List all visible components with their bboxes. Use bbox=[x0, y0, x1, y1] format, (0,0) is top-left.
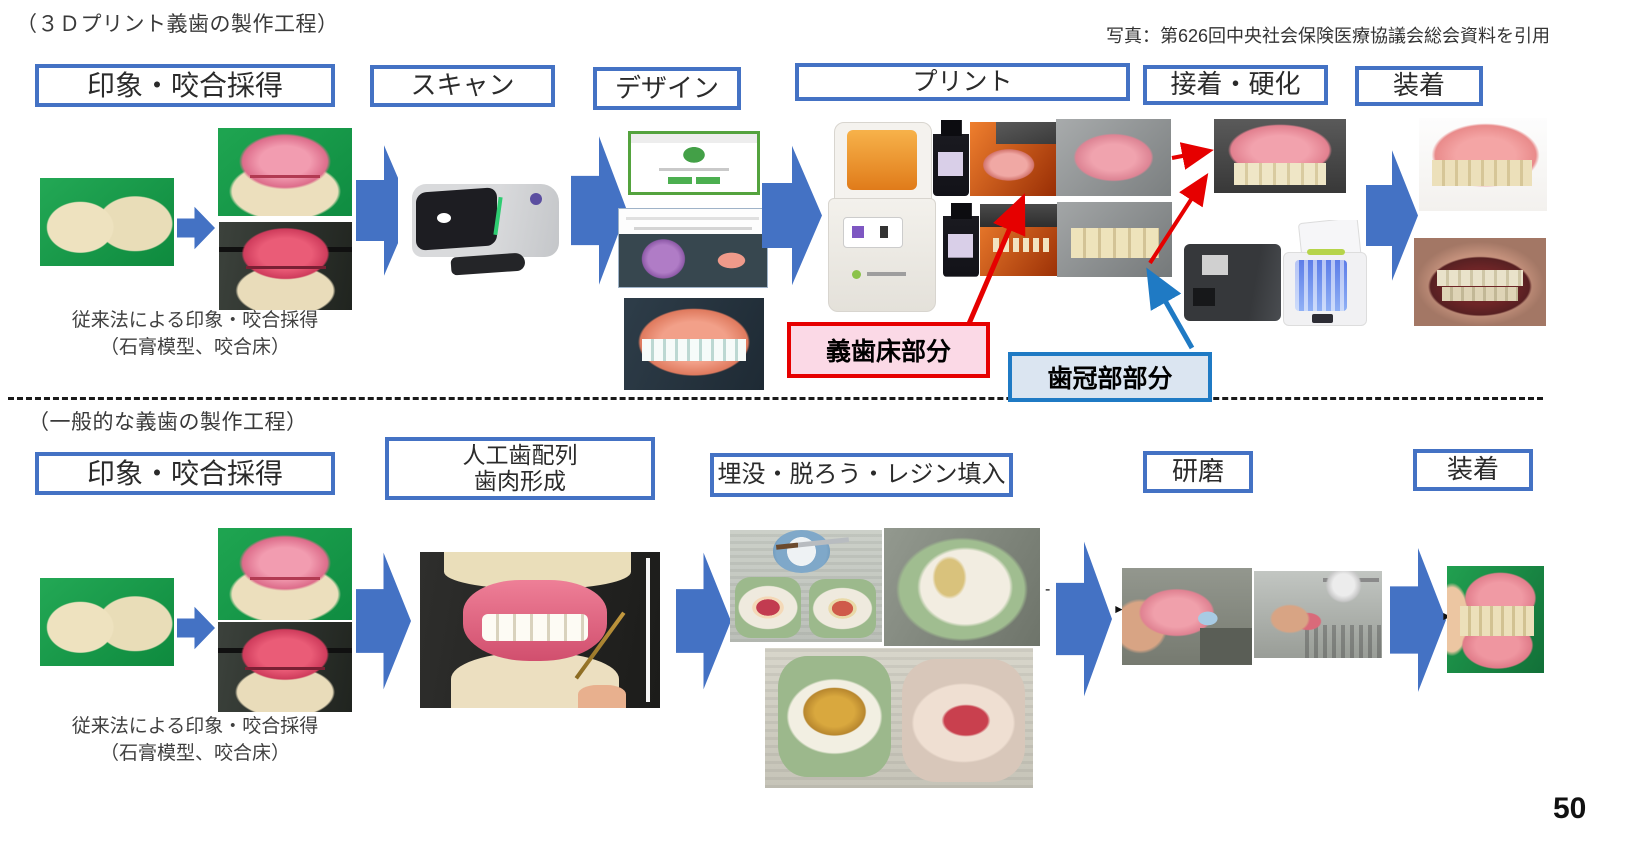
callout-label: 歯冠部部分 bbox=[1047, 365, 1173, 393]
photo-printed-denture-base bbox=[1056, 119, 1171, 196]
pointer-mark-icon: ► bbox=[1441, 610, 1453, 622]
photo-detail bbox=[847, 129, 917, 191]
photo-curing-machine bbox=[1283, 220, 1367, 326]
step-label: 印象・咬合採得 bbox=[86, 457, 283, 489]
photo-detail bbox=[578, 684, 627, 708]
photo-detail bbox=[646, 558, 650, 702]
photo-printing-teeth-process bbox=[980, 204, 1062, 276]
photo-detail bbox=[529, 192, 542, 205]
step-box-polishing: 研磨 bbox=[1143, 451, 1253, 493]
photo-detail bbox=[809, 579, 876, 638]
step-box-scan: スキャン bbox=[370, 65, 555, 107]
step-box-fitting-bottom: 装着 bbox=[1413, 449, 1533, 491]
photo-wax-denture-green-top bbox=[218, 128, 352, 216]
photo-denture-in-mouth bbox=[1414, 238, 1546, 326]
step-label: 歯肉形成 bbox=[474, 467, 566, 494]
photo-detail bbox=[828, 198, 936, 312]
step-label: スキャン bbox=[410, 70, 515, 101]
photo-3d-printer bbox=[828, 122, 936, 312]
photo-articulator-top bbox=[219, 222, 352, 310]
step-label: 人工歯配列 bbox=[462, 441, 578, 468]
photo-detail bbox=[1294, 260, 1347, 312]
step-label: プリント bbox=[912, 68, 1013, 96]
pointer-mark-icon: ► bbox=[1113, 602, 1125, 616]
source-note: 写真：第626回中央社会保険医療協議会総会資料を引用 bbox=[1105, 26, 1550, 46]
photo-tooth-arrangement bbox=[420, 552, 660, 708]
arrow-right-icon bbox=[1366, 150, 1418, 281]
step-box-tooth-arrangement: 人工歯配列 歯肉形成 bbox=[385, 437, 655, 500]
callout-denture-base: 義歯床部分 bbox=[787, 322, 990, 378]
photo-design-software-welcome bbox=[628, 131, 760, 195]
arrow-right-icon bbox=[177, 606, 215, 650]
photo-bonded-denture bbox=[1214, 119, 1346, 193]
photo-detail bbox=[851, 270, 861, 280]
step-box-design: デザイン bbox=[593, 67, 741, 110]
arrow-right-icon bbox=[762, 145, 822, 286]
caption-line: 従来法による印象・咬合採得 bbox=[71, 716, 319, 737]
step-box-impression-top: 印象・咬合採得 bbox=[35, 64, 335, 107]
photo-articulator-bottom bbox=[218, 622, 352, 712]
photo-3d-scanner bbox=[398, 172, 573, 287]
photo-detail bbox=[901, 659, 1025, 783]
step-label: 埋没・脱ろう・レジン填入 bbox=[717, 460, 1006, 488]
top-section-title: （３Ｄプリント義歯の製作工程） bbox=[16, 13, 339, 36]
photo-deflasked-mold bbox=[884, 528, 1040, 646]
photo-polishing-lathe bbox=[1254, 571, 1382, 658]
arrow-right-icon bbox=[177, 206, 215, 250]
photo-detail bbox=[415, 187, 496, 251]
photo-denture-3d-render bbox=[624, 298, 764, 390]
step-label: 装着 bbox=[1446, 454, 1499, 485]
callout-label: 義歯床部分 bbox=[825, 338, 951, 366]
step-label: 装着 bbox=[1392, 70, 1445, 101]
photo-plaster-models-bottom bbox=[40, 578, 174, 666]
step-label: 印象・咬合採得 bbox=[86, 69, 283, 101]
arrow-right-icon bbox=[356, 552, 411, 690]
photo-detail bbox=[866, 272, 906, 277]
photo-black-machine bbox=[1184, 244, 1281, 321]
callout-crown: 歯冠部部分 bbox=[1008, 352, 1212, 402]
step-label: 研磨 bbox=[1171, 456, 1224, 487]
caption-line: 従来法による印象・咬合採得 bbox=[71, 310, 319, 331]
photo-printed-teeth bbox=[1057, 202, 1172, 277]
arrow-right-icon bbox=[676, 552, 731, 690]
step-box-print: プリント bbox=[795, 63, 1130, 101]
photo-cad-screenshot bbox=[618, 208, 768, 288]
caption-line: （石膏模型、咬合床） bbox=[99, 336, 290, 358]
photo-plaster-models-top bbox=[40, 178, 174, 266]
arrow-right-icon bbox=[1390, 548, 1446, 692]
photo-resin-bottle-1 bbox=[933, 120, 969, 196]
photo-printing-base-process bbox=[970, 122, 1056, 196]
step-label: 接着・硬化 bbox=[1170, 69, 1301, 100]
dash-mark: - bbox=[1045, 581, 1051, 598]
photo-detail bbox=[436, 213, 451, 224]
page-number: 50 bbox=[1553, 792, 1587, 825]
caption-line: （石膏模型、咬合床） bbox=[99, 742, 290, 764]
caption-conventional-bottom: 従来法による印象・咬合採得 （石膏模型、咬合床） bbox=[30, 714, 360, 767]
step-box-impression-bottom: 印象・咬合採得 bbox=[35, 452, 335, 495]
photo-resin-bottle-2 bbox=[943, 203, 979, 277]
arrow-right-icon bbox=[1056, 541, 1112, 697]
photo-detail bbox=[1306, 248, 1346, 255]
photo-detail bbox=[772, 530, 831, 573]
photo-detail bbox=[482, 614, 588, 641]
red-arrow-base-to-bonded bbox=[1171, 142, 1214, 170]
step-label: デザイン bbox=[614, 72, 719, 103]
photo-detail bbox=[734, 577, 802, 638]
photo-final-denture-hand bbox=[1447, 566, 1544, 673]
photo-wax-denture-green-bottom bbox=[218, 528, 352, 620]
photo-flasking-bench bbox=[730, 530, 882, 642]
step-box-bonding: 接着・硬化 bbox=[1143, 65, 1328, 105]
photo-detail bbox=[778, 656, 891, 777]
photo-detail bbox=[1311, 314, 1334, 323]
photo-finished-denture-white bbox=[1419, 118, 1547, 211]
step-box-fitting-top: 装着 bbox=[1355, 66, 1483, 106]
section-divider bbox=[8, 397, 1543, 400]
caption-conventional-top: 従来法による印象・咬合採得 （石膏模型、咬合床） bbox=[30, 308, 360, 361]
photo-flasks-wax bbox=[765, 648, 1033, 788]
photo-detail bbox=[843, 217, 904, 248]
bottom-section-title: （一般的な義歯の製作工程） bbox=[28, 411, 308, 434]
photo-polishing-handpiece bbox=[1122, 568, 1252, 665]
step-box-flasking: 埋没・脱ろう・レジン填入 bbox=[710, 453, 1013, 497]
